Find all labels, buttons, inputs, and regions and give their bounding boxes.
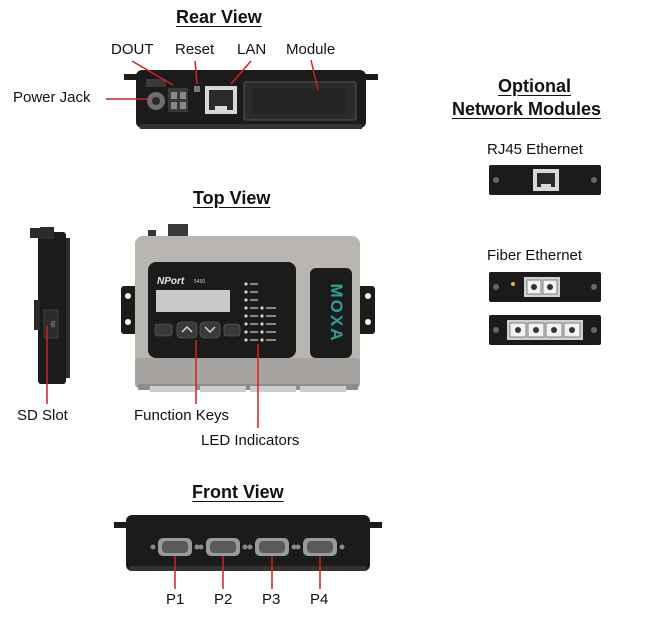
rj45-module [489,165,601,195]
power-jack [146,79,166,110]
front-view-device [114,515,382,589]
module-slot [243,81,357,121]
mounting-ear-left [121,286,139,334]
db9-port-p3 [247,538,297,556]
lcd-display [156,290,230,312]
sd-slot: SD [43,309,59,339]
front-view-heading: Front View [192,482,284,502]
port-label-p4: P4 [310,591,329,608]
db9-port-p1 [150,538,200,556]
function-keys [154,321,241,339]
port-label-p1: P1 [166,591,185,608]
dout-terminal [168,88,188,112]
reset-button [194,86,200,92]
rear-view-device [106,59,378,129]
rear-view-heading: Rear View [176,7,262,27]
model-number: 5450 [194,279,205,285]
up-arrow-icon [181,326,193,333]
brand-text: MOXA [327,284,346,343]
dout-label: DOUT [111,41,154,58]
power-jack-label: Power Jack [13,89,91,106]
moxa-logo: MOXA [310,268,352,358]
rj45-module-label: RJ45 Ethernet [487,141,583,158]
top-view-heading: Top View [193,188,271,208]
port-label-p2: P2 [214,591,233,608]
sd-slot-label: SD Slot [17,407,68,424]
function-keys-label: Function Keys [134,407,230,424]
side-view-device: SD [30,227,70,404]
reset-label: Reset [175,41,215,58]
fiber-module-label: Fiber Ethernet [487,247,583,264]
mounting-ear-right [357,286,375,334]
db9-port-p2 [198,538,248,556]
port-label-p3: P3 [262,591,281,608]
lan-port [205,86,237,114]
optional-heading-line1: Optional [498,76,571,96]
fiber-module-4port [489,315,601,345]
down-arrow-icon [204,326,216,333]
led-indicators-label: LED Indicators [201,432,300,449]
optional-heading-line2: Network Modules [452,99,602,119]
model-text: NPort [157,276,185,287]
led-indicators [244,282,276,342]
module-label: Module [286,41,336,58]
fiber-module-2port [489,272,601,302]
sd-slot-text: SD [49,321,55,328]
lan-label: LAN [237,41,267,58]
db9-port-p4 [295,538,345,556]
top-view-device: NPort 5450 [121,224,375,428]
